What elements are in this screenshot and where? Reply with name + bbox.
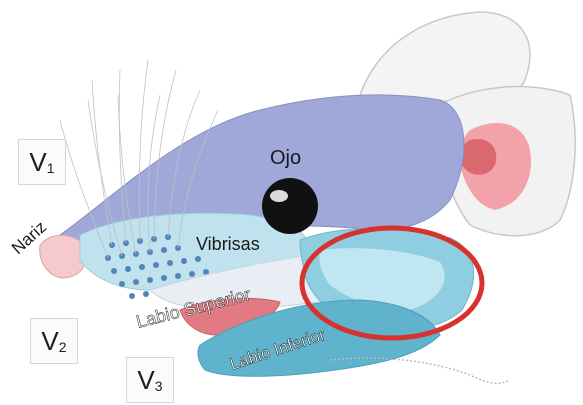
nerve-branch-base: V [29,147,46,178]
nerve-branch-v3-box: V3 [126,357,174,403]
nerve-branch-v2-box: V2 [30,318,78,364]
nerve-branch-index: 2 [59,339,67,355]
nerve-branch-base: V [41,326,58,357]
ear-inner-dark [460,139,496,175]
nerve-branch-v1-box: V1 [18,139,66,185]
eye [262,178,318,234]
label-whiskers: Vibrisas [196,234,260,254]
label-eye: Ojo [270,147,301,169]
nerve-branch-index: 3 [155,378,163,394]
nerve-branch-index: 1 [47,160,55,176]
nerve-branch-base: V [137,365,154,396]
